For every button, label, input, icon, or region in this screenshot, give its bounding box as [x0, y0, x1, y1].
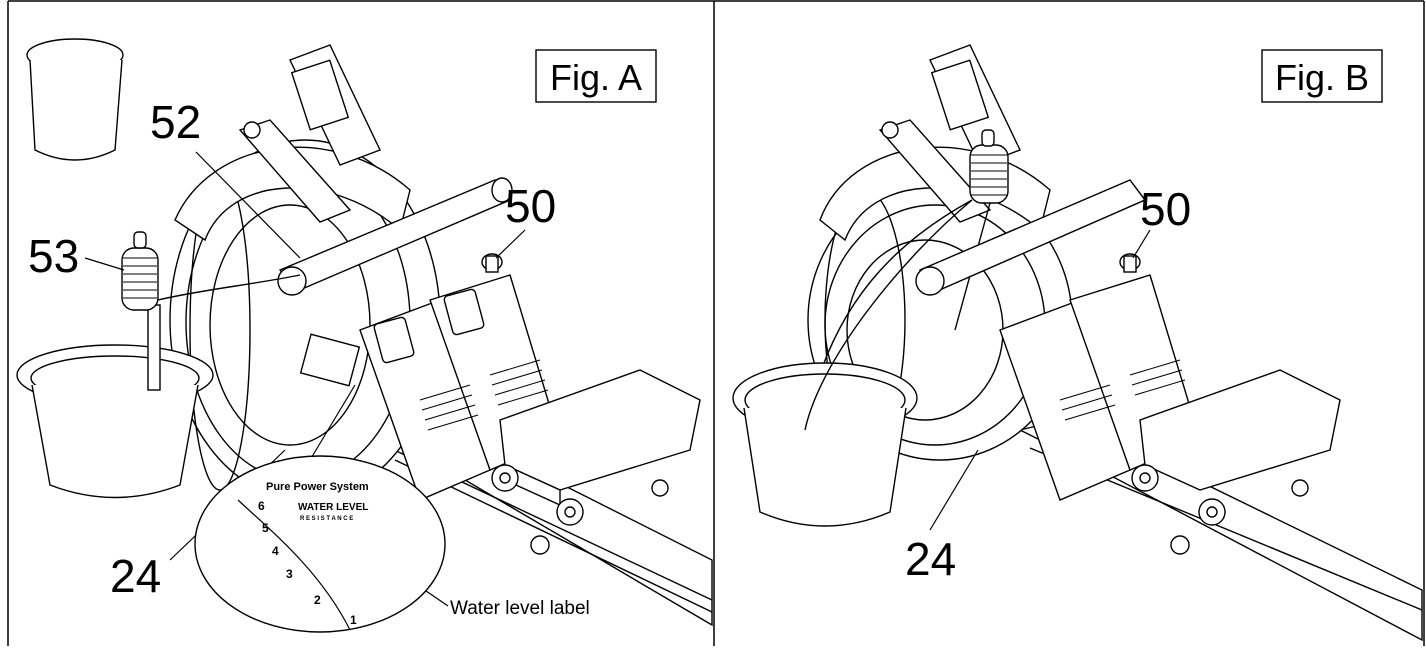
hand-pump — [121, 231, 301, 391]
part-label-24-a: 24 — [110, 550, 161, 602]
part-label-52: 52 — [150, 96, 201, 148]
bucket-b — [732, 199, 973, 527]
handle-bar-b — [915, 179, 1147, 296]
measuring-cup — [26, 38, 124, 161]
part-label-24-b: 24 — [905, 533, 956, 585]
label-level-5: 5 — [262, 521, 269, 535]
part-label-50-b: 50 — [1140, 183, 1191, 235]
fig-b-label: Fig. B — [1275, 57, 1369, 98]
seat-b — [1131, 369, 1341, 526]
water-level-label-callout: Water level label — [450, 598, 590, 619]
seat — [491, 369, 701, 526]
fig-a-label: Fig. A — [550, 57, 642, 98]
leader-lines-b — [929, 229, 1151, 531]
tank-label-small — [299, 333, 361, 387]
plug-50-b — [1119, 253, 1141, 273]
fig-b-box — [1261, 49, 1383, 103]
label-level-3: 3 — [286, 567, 293, 581]
water-tank — [169, 139, 441, 501]
label-heading: WATER LEVEL — [298, 502, 368, 513]
label-subheading: R E S I S T A N C E — [300, 516, 353, 522]
label-level-2: 2 — [314, 593, 321, 607]
plug-50 — [481, 253, 503, 273]
fig-a-box — [535, 49, 657, 103]
part-label-53: 53 — [28, 230, 79, 282]
panel-a — [16, 38, 713, 633]
label-zoom-circle — [194, 455, 446, 633]
label-brand: Pure Power System — [266, 481, 369, 493]
panel-b — [732, 44, 1423, 642]
handle-bar — [277, 177, 513, 296]
console-b — [878, 44, 1021, 223]
label-level-4: 4 — [272, 544, 279, 558]
frame — [7, 0, 1425, 646]
part-label-50-a: 50 — [505, 180, 556, 232]
label-level-6: 6 — [258, 499, 265, 513]
bucket — [16, 344, 214, 499]
console — [238, 44, 381, 223]
label-level-1: 1 — [350, 613, 357, 627]
label-closeup: Pure Power System WATER LEVEL R E S I S … — [258, 481, 369, 627]
